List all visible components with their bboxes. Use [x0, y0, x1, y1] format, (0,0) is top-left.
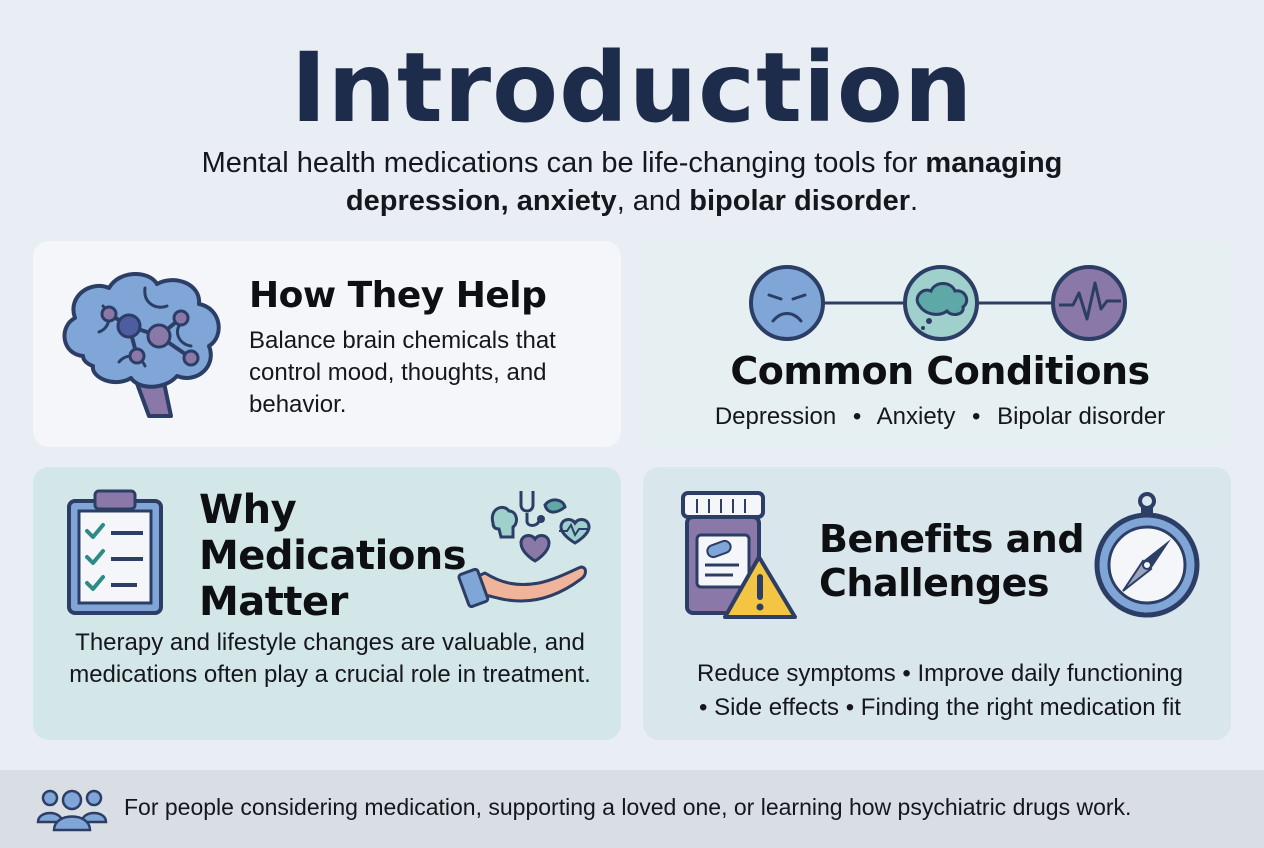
card-why-medications-matter: Why Medications Matter Therapy and lifes… — [33, 467, 621, 740]
why-medications-heading: Why Medications Matter — [199, 487, 467, 625]
heartbeat-icon — [1051, 265, 1127, 341]
brain-network-icon — [62, 271, 221, 418]
benefits-text: Reduce symptoms • Improve daily function… — [643, 657, 1237, 725]
condition-separator: • — [972, 403, 981, 430]
card-common-conditions: Common Conditions Depression • Anxiety •… — [643, 241, 1231, 447]
card-benefits-challenges: Benefits and Challenges Reduce symptoms … — [643, 467, 1231, 740]
condition-separator: • — [852, 403, 862, 430]
clipboard-checklist-icon — [67, 489, 163, 615]
card-how-they-help: How They Help Balance brain chemicals th… — [33, 241, 621, 447]
condition-item: Bipolar disorder — [997, 403, 1166, 430]
benefits-text-line: • Side effects • Finding the right medic… — [699, 694, 1181, 721]
condition-item: Anxiety — [876, 403, 956, 430]
sad-face-icon — [749, 265, 825, 341]
conditions-icon-row — [749, 265, 1127, 341]
benefits-heading-line: Challenges — [819, 561, 1050, 605]
why-heading-line: Why — [199, 487, 297, 533]
subtitle-end: . — [910, 185, 919, 217]
pill-bottle-warning-icon — [681, 491, 797, 619]
how-they-help-text: Balance brain chemicals that control moo… — [249, 327, 556, 418]
subtitle-lead: Mental health medications can be life-ch… — [201, 147, 926, 179]
subtitle-bold-bipolar: bipolar disorder — [689, 185, 911, 217]
common-conditions-list: Depression • Anxiety • Bipolar disorder — [643, 403, 1237, 431]
condition-item: Depression — [714, 403, 837, 430]
subtitle-mid: , and — [616, 185, 690, 217]
how-they-help-heading: How They Help — [249, 275, 547, 316]
thought-cloud-icon — [903, 265, 979, 341]
page-title: Introduction — [290, 32, 974, 144]
compass-icon — [1094, 492, 1200, 618]
common-conditions-heading: Common Conditions — [730, 349, 1150, 393]
page-subtitle: Mental health medications can be life-ch… — [140, 144, 1124, 220]
benefits-heading: Benefits and Challenges — [819, 517, 1085, 605]
benefits-heading-line: Benefits and — [819, 517, 1085, 561]
why-heading-line: Matter — [199, 579, 348, 625]
people-group-icon — [36, 789, 108, 832]
why-medications-text: Therapy and lifestyle changes are valuab… — [69, 629, 591, 688]
subtitle-bold-conditions: managing depression, anxiety — [345, 147, 1063, 217]
footer-text: For people considering medication, suppo… — [124, 794, 1132, 820]
why-heading-line: Medications — [199, 533, 467, 579]
caring-hand-icon — [457, 491, 591, 608]
benefits-text-line: Reduce symptoms • Improve daily function… — [697, 660, 1183, 687]
footer-bar: For people considering medication, suppo… — [0, 770, 1264, 848]
